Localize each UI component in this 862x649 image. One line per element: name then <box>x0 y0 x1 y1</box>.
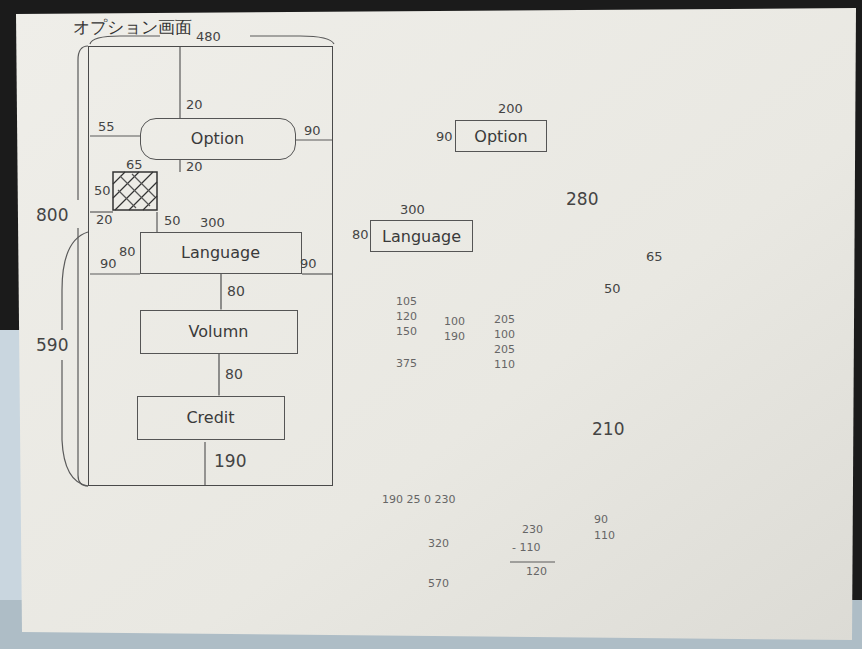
scratch-number: - 110 <box>512 542 540 554</box>
dimension-number: 590 <box>36 336 68 355</box>
button-label: Language <box>181 243 260 262</box>
scratch-number: 110 <box>594 530 615 542</box>
dimension-number: 300 <box>400 203 425 217</box>
scratch-number: 150 <box>396 326 417 338</box>
button-label: Volumn <box>189 322 249 341</box>
dimension-number: 50 <box>94 184 111 198</box>
option-button: Volumn <box>140 310 298 354</box>
dimension-line <box>218 354 219 396</box>
scratch-number: 190 <box>444 331 465 343</box>
dimension-number: 50 <box>604 282 621 296</box>
option-button: Language <box>370 220 473 252</box>
scratch-number: 100 <box>494 329 515 341</box>
dimension-line <box>220 274 221 310</box>
dimension-number: 200 <box>498 102 523 116</box>
dimension-number: 90 <box>300 257 317 271</box>
option-button: Credit <box>137 396 285 440</box>
dimension-number: 65 <box>646 250 663 264</box>
option-button: Option <box>140 118 296 160</box>
button-label: Option <box>191 129 244 148</box>
scratch-number: 100 <box>444 316 465 328</box>
scratch-number: 110 <box>494 359 515 371</box>
scratch-number: 120 <box>396 311 417 323</box>
dimension-number: 80 <box>225 367 243 382</box>
button-label: Option <box>474 127 527 146</box>
dimension-number: 480 <box>196 30 221 44</box>
scratch-number: 205 <box>494 314 515 326</box>
dimension-number: 90 <box>304 124 321 138</box>
scratch-number: 90 <box>594 514 608 526</box>
dimension-number: 190 <box>214 452 246 471</box>
scratch-number: 210 <box>592 420 624 439</box>
scratch-number: 570 <box>428 578 449 590</box>
option-button: Language <box>140 232 302 274</box>
scratch-number: 320 <box>428 538 449 550</box>
dimension-number: 90 <box>100 257 117 271</box>
dimension-number: 80 <box>119 245 136 259</box>
scratch-number: 190 25 0 230 <box>382 494 455 506</box>
scratch-number: 105 <box>396 296 417 308</box>
dimension-number: 55 <box>98 120 115 134</box>
dimension-number: 80 <box>227 284 245 299</box>
dimension-number: 280 <box>566 190 598 209</box>
button-label: Credit <box>186 408 234 427</box>
dimension-number: 300 <box>200 216 225 230</box>
screen-frame: オプション画面OptionLanguageVolumnCredit <box>88 46 333 486</box>
screen-title: オプション画面 <box>73 16 192 39</box>
scratch-number: 120 <box>526 566 547 578</box>
dimension-number: 65 <box>126 158 143 172</box>
button-label: Language <box>382 227 461 246</box>
option-button: Option <box>455 120 547 152</box>
dimension-number: 20 <box>186 160 203 174</box>
dimension-number: 80 <box>352 228 369 242</box>
dimension-number: 20 <box>96 213 113 227</box>
dimension-number: 50 <box>164 214 181 228</box>
scratch-number: 230 <box>522 524 543 536</box>
scratch-number: 375 <box>396 358 417 370</box>
dimension-number: 800 <box>36 206 68 225</box>
dimension-number: 90 <box>436 130 453 144</box>
dimension-number: 20 <box>186 98 203 112</box>
scratch-number: 205 <box>494 344 515 356</box>
